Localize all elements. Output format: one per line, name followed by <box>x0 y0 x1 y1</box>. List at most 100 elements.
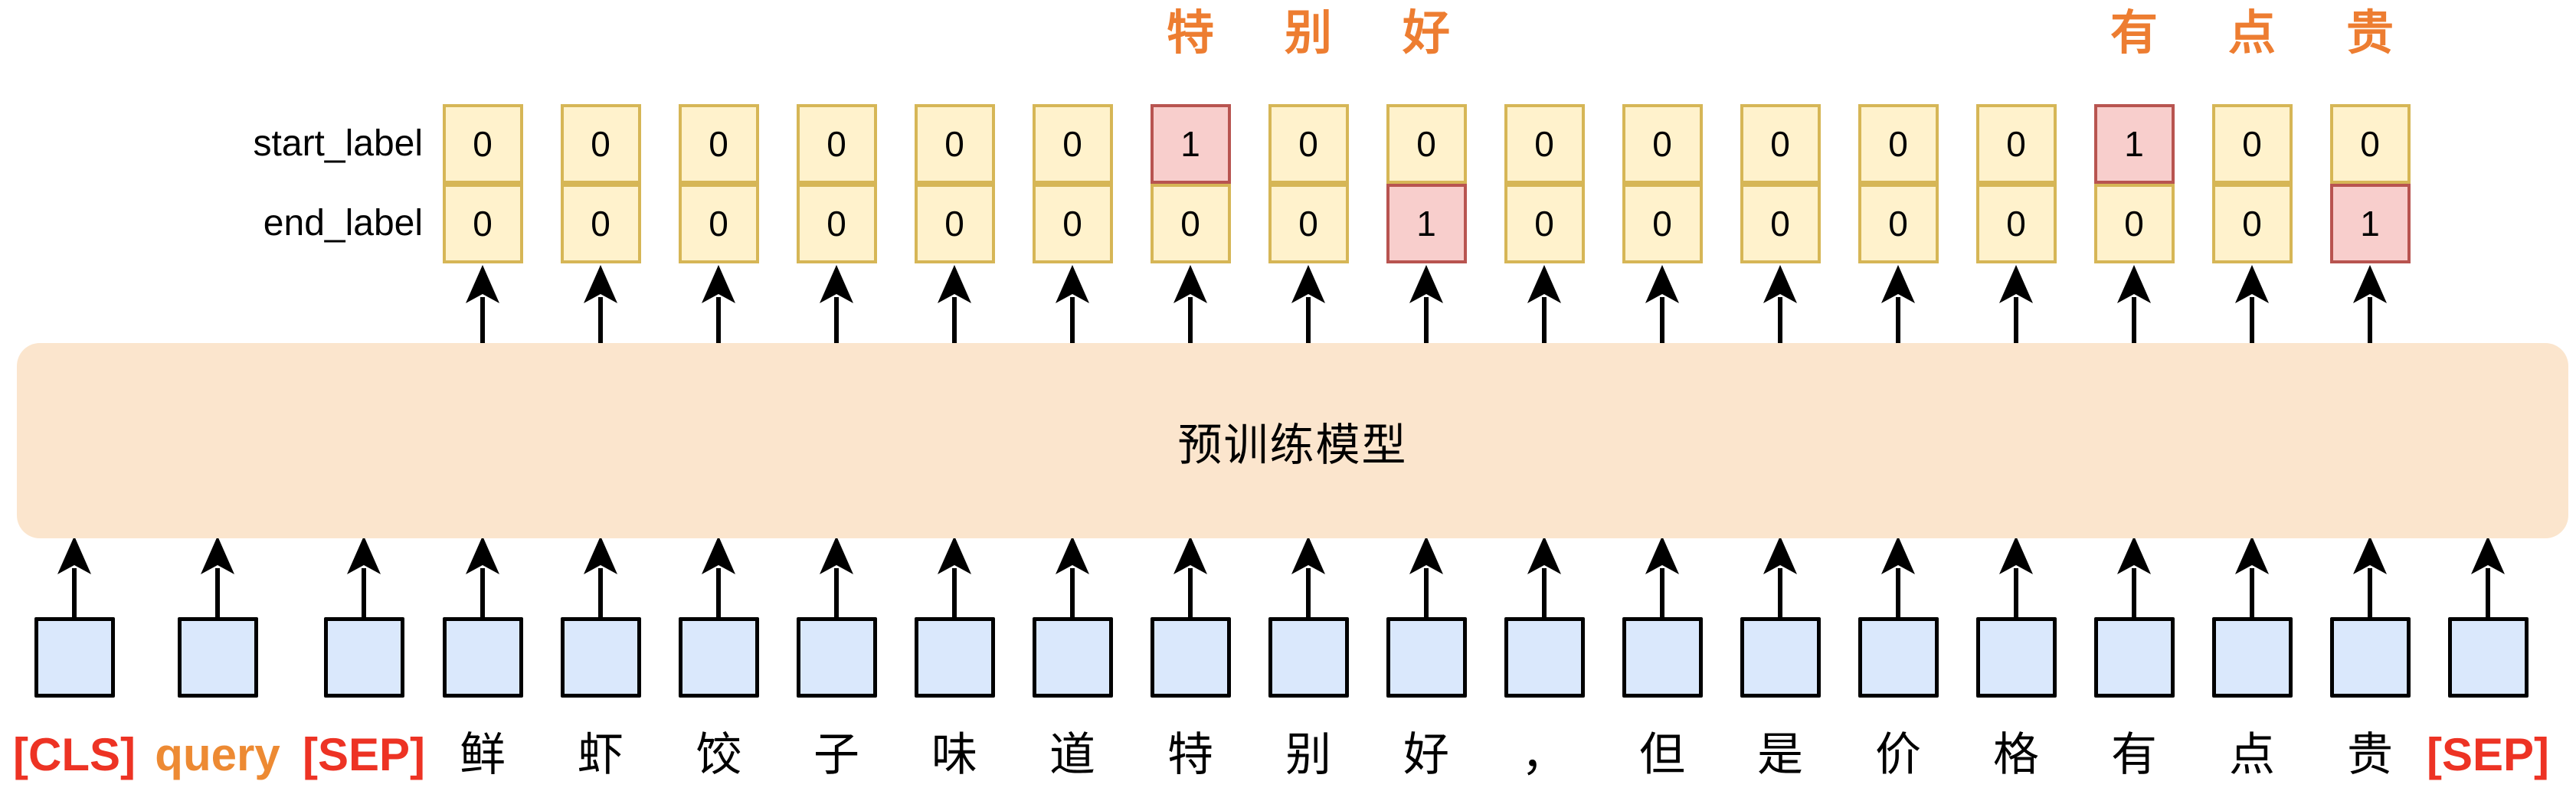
start-label-cell: 0 <box>1858 104 1939 184</box>
input-embedding-box <box>34 617 115 698</box>
up-arrow-icon <box>820 536 853 617</box>
up-arrow-icon <box>584 536 617 617</box>
up-arrow-icon <box>1056 265 1089 343</box>
up-arrow-icon <box>584 265 617 343</box>
up-arrow-icon <box>1173 265 1207 343</box>
up-arrow-icon <box>1527 265 1561 343</box>
up-arrow-icon <box>938 265 971 343</box>
up-arrow-icon <box>2353 265 2387 343</box>
input-token: 饺 <box>696 729 741 780</box>
input-embedding-box <box>177 617 258 698</box>
input-token: 鲜 <box>460 729 506 780</box>
up-arrow-icon <box>1763 536 1797 617</box>
up-arrow-icon <box>1645 536 1679 617</box>
start-label-cell: 0 <box>560 104 641 184</box>
input-token: 味 <box>931 729 977 780</box>
answer-span-char: 点 <box>2227 7 2277 60</box>
input-embedding-box <box>1032 617 1113 698</box>
up-arrow-icon <box>2235 536 2269 617</box>
start-label-cell: 0 <box>2211 104 2293 184</box>
end-label-cell: 0 <box>442 184 523 263</box>
up-arrow-icon <box>1999 536 2033 617</box>
answer-span-char: 别 <box>1284 7 1333 60</box>
up-arrow-icon <box>1409 265 1443 343</box>
end-label-cell: 0 <box>2093 184 2175 263</box>
start-label-cell: 0 <box>796 104 877 184</box>
up-arrow-icon <box>2353 536 2387 617</box>
input-token: 好 <box>1403 729 1449 780</box>
up-arrow-icon <box>2117 265 2151 343</box>
up-arrow-icon <box>1291 265 1325 343</box>
start-label-cell: 0 <box>1032 104 1113 184</box>
end-label-cell: 0 <box>1032 184 1113 263</box>
start-label-cell: 0 <box>2329 104 2411 184</box>
end-label-cell: 1 <box>2329 184 2411 263</box>
input-token: 但 <box>1639 729 1685 780</box>
input-token: 别 <box>1285 729 1331 780</box>
input-token: query <box>155 729 280 780</box>
start-label-cell: 0 <box>1975 104 2057 184</box>
up-arrow-icon <box>57 536 91 617</box>
up-arrow-icon <box>466 265 499 343</box>
up-arrow-icon <box>347 536 381 617</box>
up-arrow-icon <box>2471 536 2505 617</box>
input-embedding-box <box>1386 617 1467 698</box>
end-label-cell: 0 <box>1504 184 1585 263</box>
end-label-cell: 0 <box>678 184 759 263</box>
up-arrow-icon <box>938 536 971 617</box>
end-label-cell: 0 <box>914 184 995 263</box>
answer-span-char: 有 <box>2110 7 2159 60</box>
input-embedding-box <box>1504 617 1585 698</box>
up-arrow-icon <box>820 265 853 343</box>
input-token: 格 <box>1993 729 2039 780</box>
up-arrow-icon <box>1173 536 1207 617</box>
start-label-cell: 0 <box>1504 104 1585 184</box>
input-embedding-box <box>560 617 641 698</box>
up-arrow-icon <box>2235 265 2269 343</box>
answer-span-char: 好 <box>1402 7 1451 60</box>
up-arrow-icon <box>1881 265 1915 343</box>
end-label-cell: 0 <box>1150 184 1231 263</box>
up-arrow-icon <box>702 265 735 343</box>
up-arrow-icon <box>2117 536 2151 617</box>
input-embedding-box <box>1150 617 1231 698</box>
up-arrow-icon <box>702 536 735 617</box>
up-arrow-icon <box>466 536 499 617</box>
input-embedding-box <box>1975 617 2057 698</box>
input-embedding-box <box>1268 617 1349 698</box>
input-embedding-box <box>914 617 995 698</box>
start-label-cell: 0 <box>1622 104 1703 184</box>
start-label-row-title: start_label <box>253 123 423 164</box>
input-token: 价 <box>1875 729 1921 780</box>
start-label-cell: 1 <box>1150 104 1231 184</box>
input-embedding-box <box>2447 617 2529 698</box>
input-token: 点 <box>2229 729 2275 780</box>
start-label-cell: 0 <box>1386 104 1467 184</box>
input-token: 子 <box>813 729 859 780</box>
up-arrow-icon <box>1881 536 1915 617</box>
up-arrow-icon <box>1527 536 1561 617</box>
end-label-cell: 0 <box>1268 184 1349 263</box>
pretrained-model-label: 预训练模型 <box>1177 420 1408 470</box>
start-label-cell: 0 <box>914 104 995 184</box>
start-label-cell: 0 <box>1740 104 1821 184</box>
start-label-cell: 0 <box>1268 104 1349 184</box>
answer-span-char: 特 <box>1166 7 1215 60</box>
end-label-cell: 0 <box>560 184 641 263</box>
end-label-row-title: end_label <box>263 203 423 244</box>
end-label-cell: 0 <box>1858 184 1939 263</box>
input-token: 道 <box>1049 729 1095 780</box>
input-embedding-box <box>323 617 404 698</box>
up-arrow-icon <box>1645 265 1679 343</box>
input-embedding-box <box>678 617 759 698</box>
input-embedding-box <box>2093 617 2175 698</box>
up-arrow-icon <box>1291 536 1325 617</box>
input-token: 特 <box>1167 729 1213 780</box>
input-token: 贵 <box>2347 729 2393 780</box>
input-embedding-box <box>1858 617 1939 698</box>
input-token: 是 <box>1757 729 1803 780</box>
input-embedding-box <box>1622 617 1703 698</box>
up-arrow-icon <box>1056 536 1089 617</box>
end-label-cell: 0 <box>1622 184 1703 263</box>
